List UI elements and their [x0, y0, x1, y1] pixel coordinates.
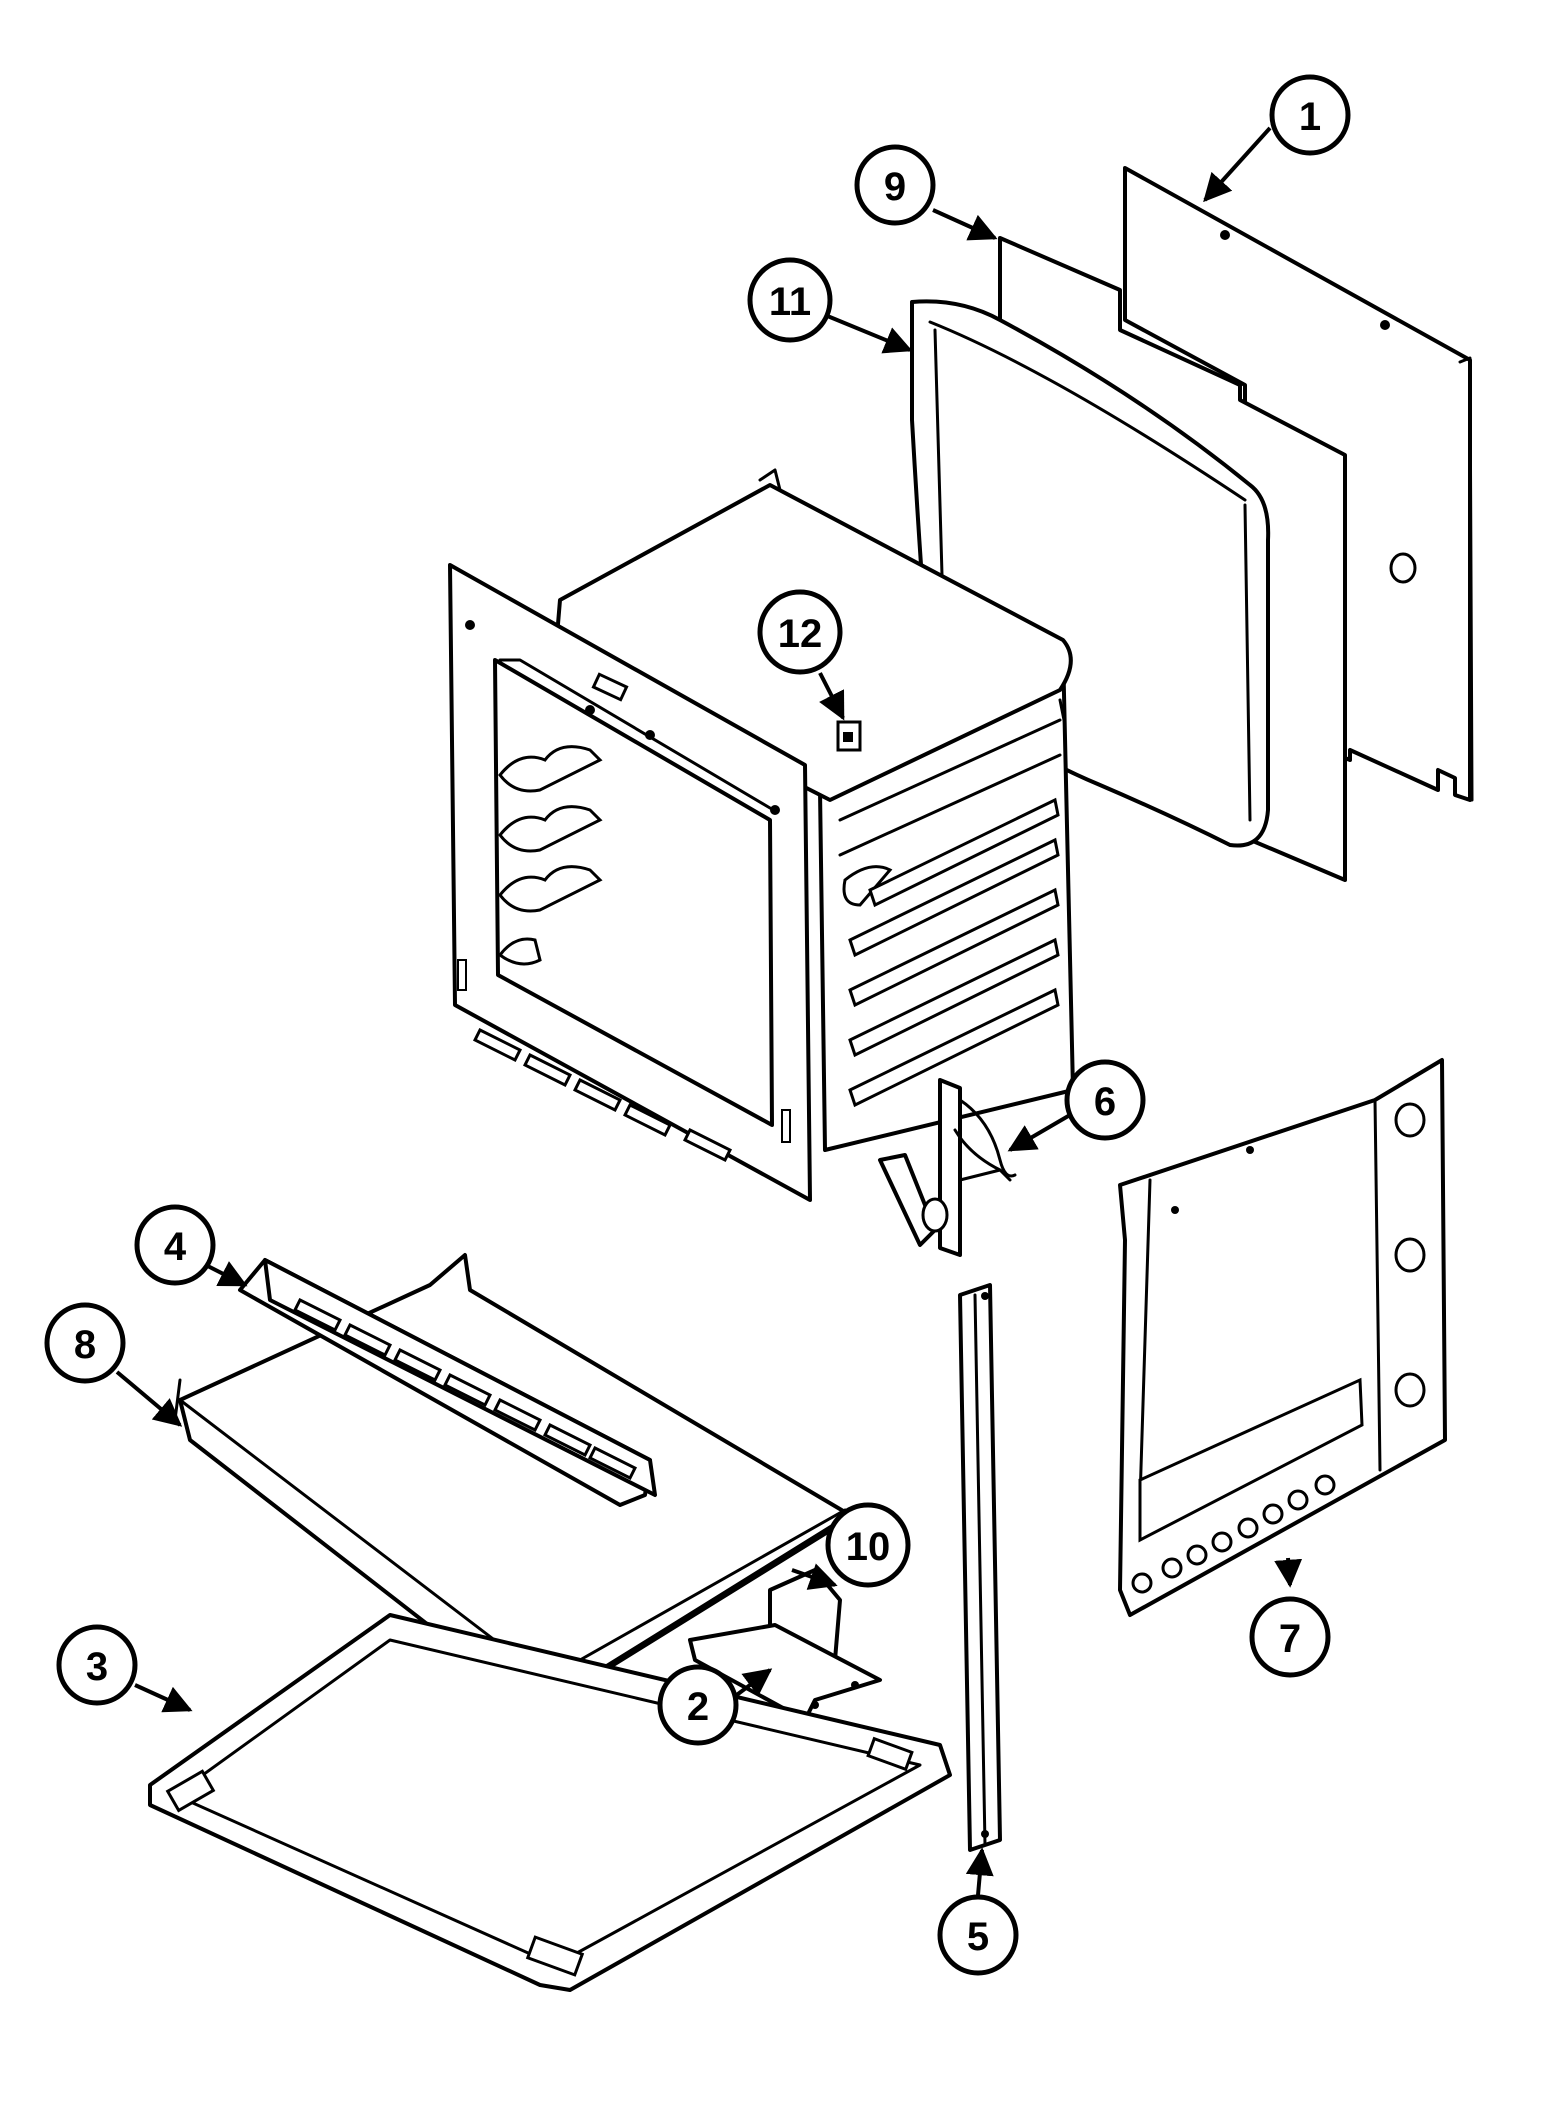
callout-6-label: 6 — [1094, 1080, 1116, 1124]
callout-1-label: 1 — [1299, 95, 1321, 139]
callout-12: 12 — [757, 589, 843, 675]
callout-9: 9 — [854, 144, 936, 226]
vent-channel-part — [238, 1258, 657, 1507]
hinge-part — [878, 1078, 1017, 1257]
callout-10-label: 10 — [846, 1525, 891, 1569]
callout-2-label: 2 — [687, 1685, 709, 1729]
callout-5-label: 5 — [967, 1915, 989, 1959]
callout-10: 10 — [825, 1502, 911, 1588]
callout-3-label: 3 — [86, 1645, 108, 1689]
callout-4: 4 — [134, 1204, 216, 1286]
callout-6: 6 — [1064, 1059, 1146, 1141]
callout-9-label: 9 — [884, 165, 906, 209]
clip-part — [836, 720, 862, 752]
callout-4-label: 4 — [164, 1225, 187, 1269]
back-panel-part — [1123, 166, 1474, 802]
callout-11-label: 11 — [769, 280, 811, 324]
callout-8: 8 — [44, 1302, 126, 1384]
side-panel-part — [1118, 1058, 1447, 1617]
callout-7: 7 — [1249, 1596, 1331, 1678]
vertical-strip-part — [958, 1283, 1002, 1852]
callout-7-label: 7 — [1279, 1617, 1301, 1661]
callout-11: 11 — [747, 257, 833, 343]
callout-12-label: 12 — [778, 612, 823, 656]
callout-8-label: 8 — [74, 1323, 96, 1367]
callout-1: 1 — [1269, 74, 1351, 156]
bottom-tray-part — [148, 1613, 952, 1992]
support-bracket-part — [688, 1623, 882, 1722]
callout-2: 2 — [657, 1664, 739, 1746]
callout-3: 3 — [56, 1624, 138, 1706]
callout-5: 5 — [937, 1894, 1019, 1976]
